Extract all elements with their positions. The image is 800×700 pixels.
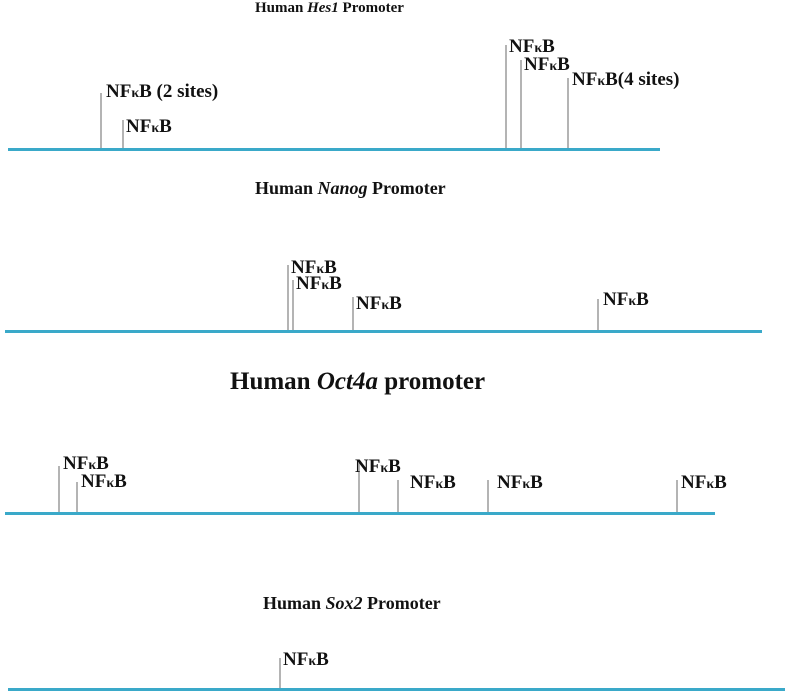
nfkb-site-marker — [676, 480, 678, 512]
nfkb-site-marker — [122, 120, 124, 148]
nfkb-site-marker — [279, 658, 281, 688]
nfkb-site-label: NFκB — [283, 649, 329, 670]
nfkb-site-label: NFκB — [681, 472, 727, 493]
nfkb-site-marker — [597, 299, 599, 330]
oct4a-promoter-line — [5, 512, 715, 515]
nfkb-site-label: NFκB — [63, 453, 109, 474]
nfkb-site-label: NFκB — [81, 471, 127, 492]
hes1-promoter-title: Human Hes1 Promoter — [255, 0, 404, 16]
nanog-promoter-title: Human Nanog Promoter — [255, 178, 446, 198]
sox2-promoter-title: Human Sox2 Promoter — [263, 593, 441, 613]
nfkb-site-label: NFκB(4 sites) — [572, 69, 680, 90]
nanog-promoter-line — [5, 330, 762, 333]
nfkb-site-label: NFκB — [524, 54, 570, 75]
nfkb-site-marker — [358, 463, 360, 512]
sox2-promoter-line — [8, 688, 785, 691]
oct4a-promoter-title: Human Oct4a promoter — [230, 368, 486, 395]
nfkb-site-label: NFκB — [296, 273, 342, 294]
nfkb-site-label: NFκB — [291, 257, 337, 278]
nfkb-site-label: NFκB — [355, 456, 401, 477]
nfkb-site-label: NFκB — [497, 472, 543, 493]
nfkb-site-label: NFκB — [126, 116, 172, 137]
nfkb-site-marker — [505, 45, 507, 148]
nfkb-site-label: NFκB (2 sites) — [106, 81, 219, 102]
nfkb-site-marker — [567, 78, 569, 148]
nfkb-site-marker — [292, 280, 294, 330]
nfkb-site-marker — [58, 466, 60, 512]
nfkb-site-marker — [100, 93, 102, 148]
nfkb-site-label: NFκB — [509, 36, 555, 57]
nfkb-site-label: NFκB — [603, 289, 649, 310]
nfkb-site-marker — [287, 265, 289, 330]
nfkb-site-marker — [520, 60, 522, 148]
nfkb-site-marker — [487, 480, 489, 512]
hes1-promoter-line — [8, 148, 660, 151]
nfkb-site-label: NFκB — [410, 472, 456, 493]
nfkb-site-marker — [76, 482, 78, 512]
nfkb-site-marker — [397, 480, 399, 512]
nfkb-site-label: NFκB — [356, 293, 402, 314]
nfkb-site-marker — [352, 297, 354, 330]
